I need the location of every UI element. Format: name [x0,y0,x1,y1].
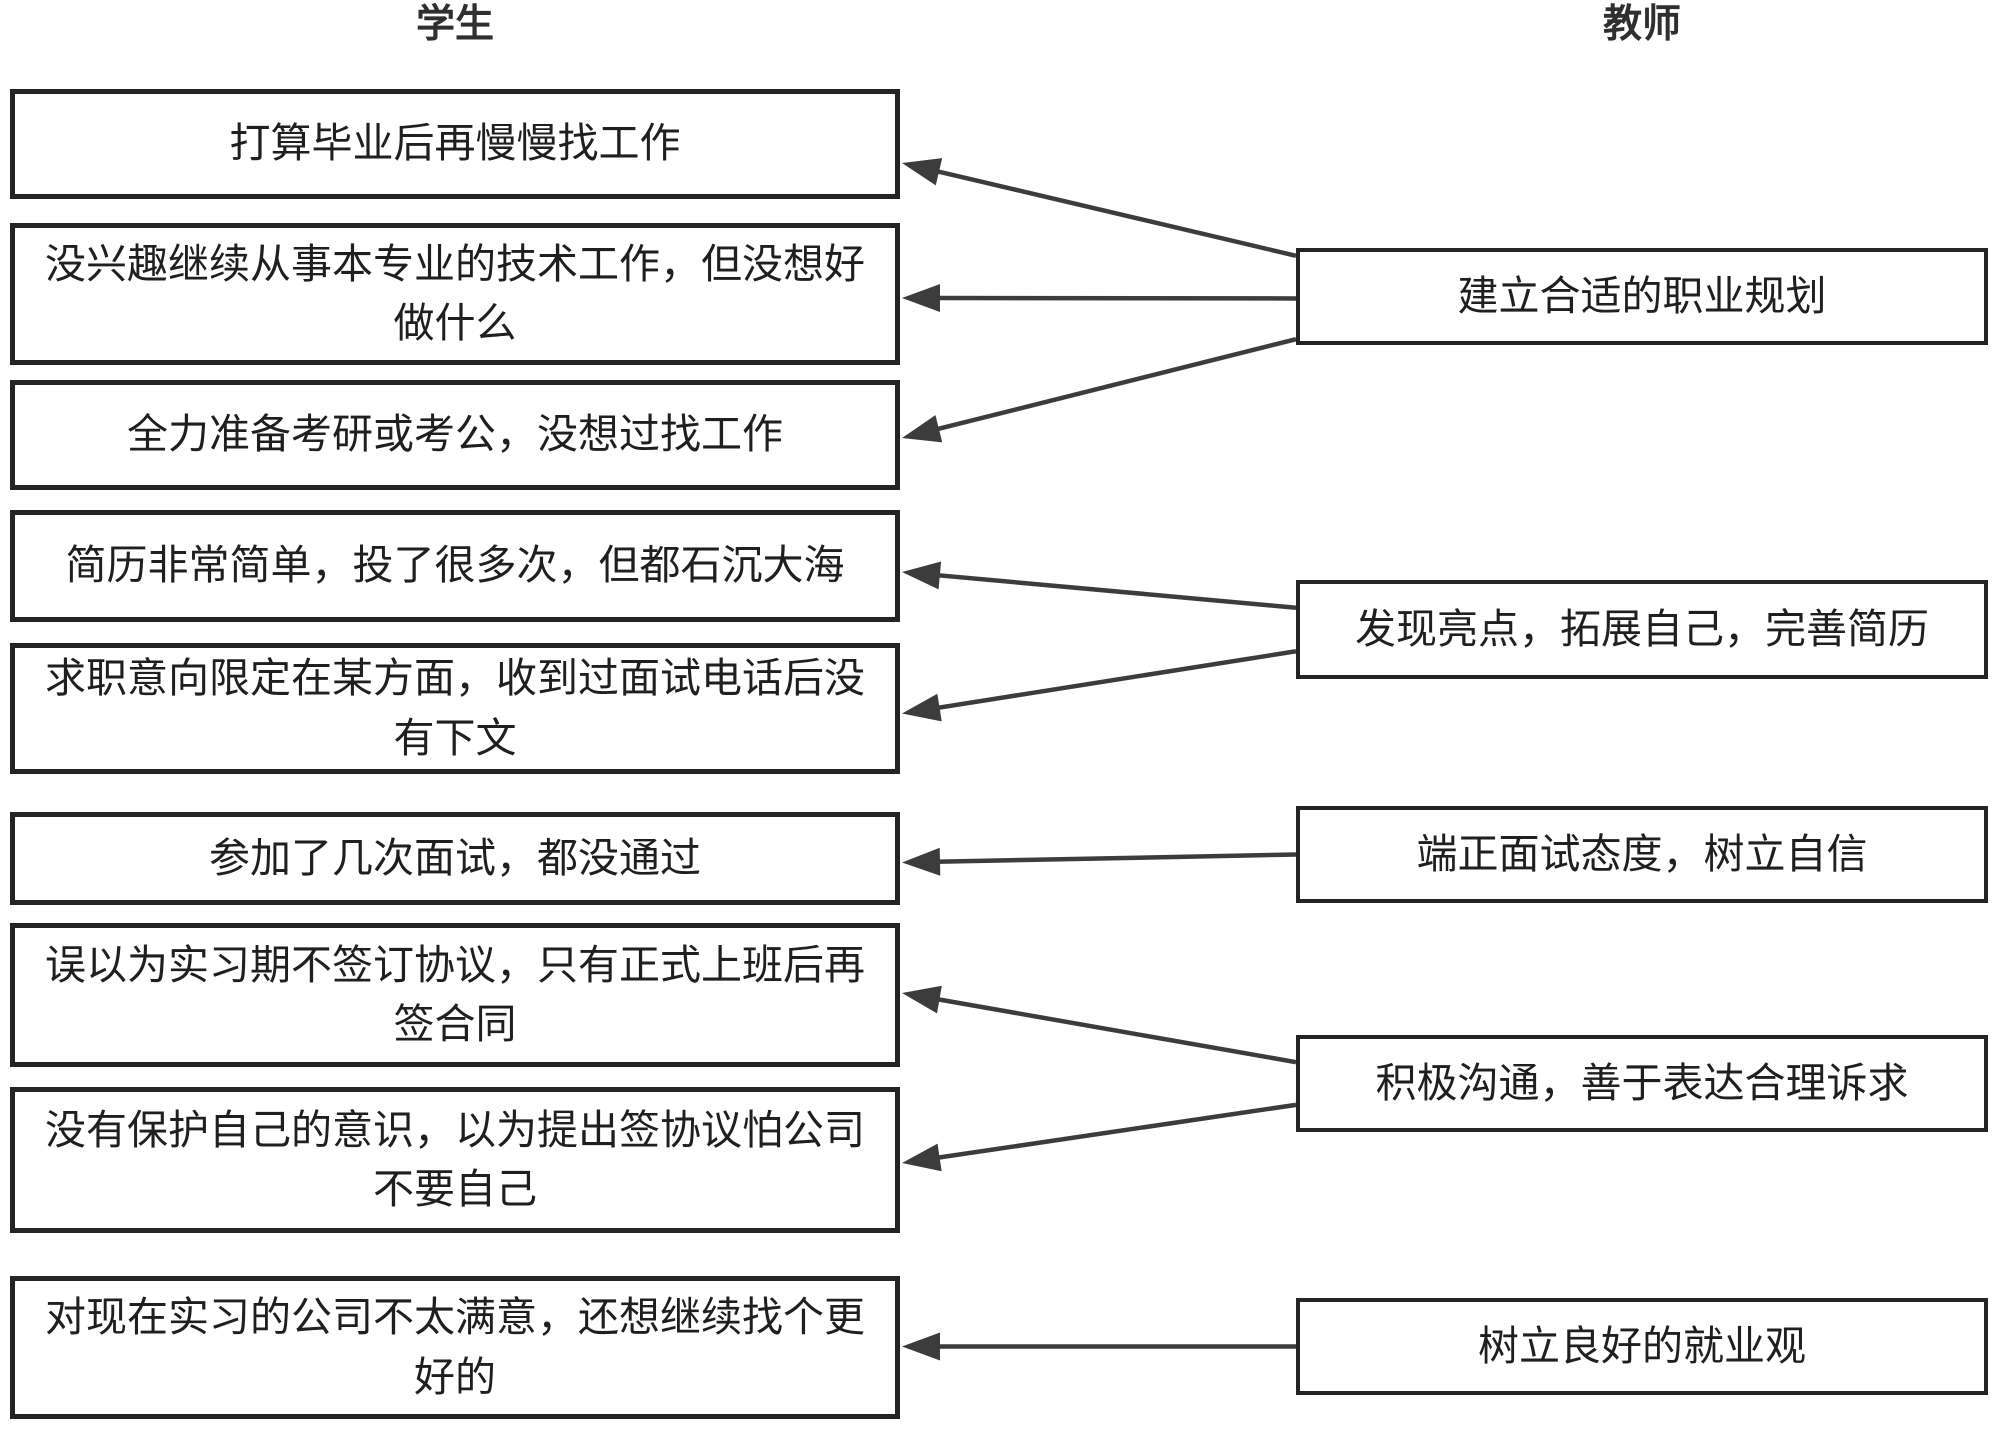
student-box-s6: 参加了几次面试，都没通过 [10,812,900,905]
teacher-box-t5: 树立良好的就业观 [1296,1298,1988,1395]
student-box-s3: 全力准备考研或考公，没想过找工作 [10,380,900,490]
arrowhead [902,1143,942,1172]
student-box-s1: 打算毕业后再慢慢找工作 [10,89,900,199]
arrow-t5-to-s9 [902,1332,1296,1361]
student-box-s2: 没兴趣继续从事本专业的技术工作，但没想好做什么 [10,223,900,365]
teacher-box-t2: 发现亮点，拓展自己，完善简历 [1296,580,1988,679]
arrow-t2-to-s4 [902,561,1297,610]
student-box-s4: 简历非常简单，投了很多次，但都石沉大海 [10,510,900,622]
arrowhead [902,561,942,590]
student-box-s7: 误以为实习期不签订协议，只有正式上班后再签合同 [10,923,900,1067]
student-column-header: 学生 [415,3,494,46]
arrowhead [902,415,943,443]
arrow-t4-to-s7 [902,985,1297,1065]
arrow-t1-to-s3 [902,336,1297,443]
arrowhead [902,158,943,186]
teacher-box-t1: 建立合适的职业规划 [1296,248,1988,345]
arrowhead [902,693,942,722]
teacher-column-header: 教师 [1602,3,1681,46]
arrow-t3-to-s6 [902,847,1297,876]
arrow-t1-to-s2 [902,284,1297,313]
student-box-s9: 对现在实习的公司不太满意，还想继续找个更好的 [10,1276,900,1419]
arrow-t2-to-s5 [902,649,1297,722]
arrowhead [902,1332,940,1361]
arrow-t4-to-s8 [902,1102,1297,1172]
arrowhead [902,847,941,876]
arrowhead [902,985,942,1014]
student-box-s5: 求职意向限定在某方面，收到过面试电话后没有下文 [10,643,900,774]
teacher-box-t3: 端正面试态度，树立自信 [1296,806,1988,903]
arrowhead [902,284,941,313]
student-box-s8: 没有保护自己的意识，以为提出签协议怕公司不要自己 [10,1087,900,1233]
teacher-box-t4: 积极沟通，善于表达合理诉求 [1296,1035,1988,1132]
arrow-t1-to-s1 [902,158,1297,258]
